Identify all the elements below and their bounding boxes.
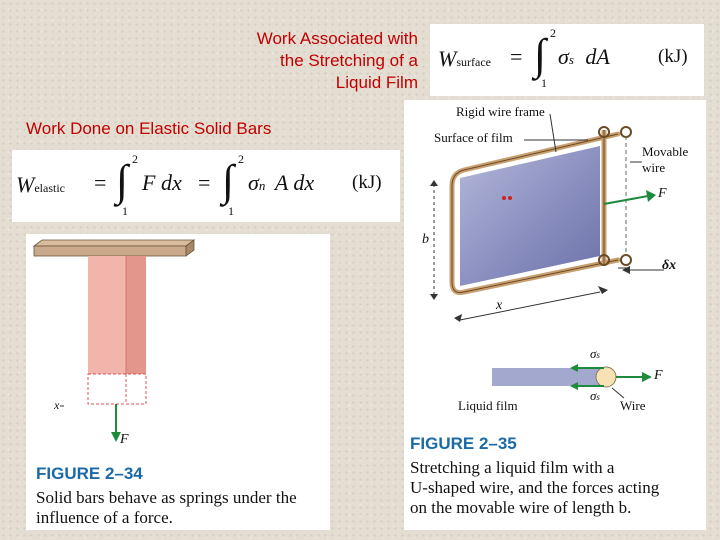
fig34-label-F: F — [120, 432, 129, 447]
film-title-line-3: Liquid Film — [335, 73, 418, 92]
film-title-line-1: Work Associated with — [256, 29, 418, 48]
film-force-arrow — [603, 195, 649, 205]
eq-elastic-unit: (kJ) — [352, 172, 382, 193]
rigid-frame-pointer — [549, 113, 557, 153]
sigma-bottom-sub: s — [596, 392, 600, 402]
film-title-line-2: the Stretching of a — [280, 51, 418, 70]
eq-elastic-upper-2: 2 — [238, 152, 244, 166]
eq-surface-dA: dA — [585, 44, 610, 69]
liquid-film-illustration — [430, 113, 664, 399]
fig34-caption-line-1: Solid bars behave as springs under the — [36, 488, 297, 507]
figure-2-34-panel: x F FIGURE 2–34 Solid bars behave as spr… — [26, 234, 330, 530]
eq-surface-sub: surface — [456, 55, 491, 69]
eq-elastic-w: W — [16, 172, 35, 197]
figure-2-35-title: FIGURE 2–35 — [410, 434, 517, 453]
sigma-top-symbol: σ — [590, 346, 597, 361]
liquid-film-cross-section — [492, 368, 602, 386]
force-arrow-head — [111, 432, 121, 442]
eq-elastic-f-dx: F dx — [142, 170, 182, 195]
sigma-bottom-symbol: σ — [590, 388, 597, 403]
fig35-label-sigma-top: σs — [590, 346, 600, 362]
liquid-film-surface — [460, 146, 600, 286]
fig35-label-F: F — [658, 186, 667, 201]
film-section-title: Work Associated with the Stretching of a… — [160, 28, 418, 94]
fig35-label-dx: δx — [662, 258, 677, 273]
support-beam-top — [32, 239, 196, 247]
eq-elastic-sigma: σ — [248, 170, 259, 195]
bars-section-title: Work Done on Elastic Solid Bars — [26, 119, 272, 138]
fig35-label-x: x — [496, 298, 503, 313]
eq-surface-integral-sign: ∫ — [534, 30, 547, 79]
wire-cross-section — [595, 366, 617, 388]
sigma-top-sub: s — [596, 350, 600, 360]
eq-elastic-equals-2: = — [198, 170, 211, 195]
movable-wire-ring-bottom-2 — [620, 254, 632, 266]
fig34-label-x: x — [54, 398, 60, 412]
movable-wire-ring-top-1 — [598, 126, 610, 138]
eq-elastic-upper-1: 2 — [132, 152, 138, 166]
eq-elastic-equals-1: = — [94, 170, 107, 195]
eq-elastic-integral-1: ∫ — [116, 156, 129, 205]
dx-arrow-head — [622, 266, 630, 274]
fig35-label-sigma-bottom: σs — [590, 388, 600, 404]
eq-surface-sigma-sub: s — [568, 52, 574, 67]
solid-bar-side — [126, 256, 146, 374]
fig35-label-movable-1: Movable — [642, 144, 689, 159]
movable-wire-ring-bottom-1 — [598, 254, 610, 266]
fig35-caption-line-2: U-shaped wire, and the forces acting — [410, 478, 660, 497]
bar-extension-dashed — [87, 373, 147, 405]
film-force-arrow-head — [646, 190, 656, 202]
elastic-work-equation: Welastic = ∫ 2 1 F dx = ∫ 2 1 σn A dx (k… — [12, 150, 400, 222]
movable-wire-ring-top-2 — [620, 126, 632, 138]
wire-pointer — [611, 387, 625, 399]
fig35-label-F2: F — [654, 368, 663, 383]
eq-surface-unit: (kJ) — [658, 46, 688, 67]
eq-surface-lower: 1 — [541, 76, 547, 90]
x-dimension-line — [459, 291, 601, 321]
fig35-caption-line-1: Stretching a liquid film with a — [410, 458, 615, 477]
fig35-caption-line-3: on the movable wire of length b. — [410, 498, 632, 517]
eq-surface-equals: = — [510, 44, 523, 69]
solid-bar-illustration — [32, 239, 196, 442]
eq-surface-upper: 2 — [550, 26, 556, 40]
figure-2-35-caption: Stretching a liquid film with a U-shaped… — [410, 458, 704, 518]
fig35-label-liquid-film: Liquid film — [458, 398, 518, 413]
eq-surface-w: W — [438, 46, 457, 71]
eq-elastic-sub: elastic — [34, 181, 65, 195]
eq-elastic-lower-2: 1 — [228, 204, 234, 218]
eq-surface-sigma: σ — [558, 44, 569, 69]
figure-2-34-title: FIGURE 2–34 — [36, 464, 143, 483]
eq-elastic-sigma-sub: n — [258, 178, 266, 193]
fig35-label-b: b — [422, 232, 429, 247]
eq-elastic-a-dx: A dx — [274, 170, 315, 195]
fig35-label-surface: Surface of film — [434, 130, 513, 145]
eq-elastic-lower-1: 1 — [122, 204, 128, 218]
surface-work-equation: Wsurface = ∫ 2 1 σs dA (kJ) — [430, 24, 704, 96]
fig35-label-wire: Wire — [620, 398, 646, 413]
fig35-label-movable-2: wire — [642, 160, 666, 175]
eq-elastic-integral-2: ∫ — [222, 156, 235, 205]
eq-elastic-integrand-1: F dx — [142, 170, 182, 196]
figure-2-34-caption: Solid bars behave as springs under the i… — [36, 488, 330, 528]
fig34-caption-line-2: influence of a force. — [36, 508, 173, 527]
fig35-label-rigid-frame: Rigid wire frame — [456, 104, 545, 119]
support-beam — [33, 245, 187, 257]
figure-2-35-panel: Rigid wire frame Surface of film Movable… — [404, 100, 706, 530]
